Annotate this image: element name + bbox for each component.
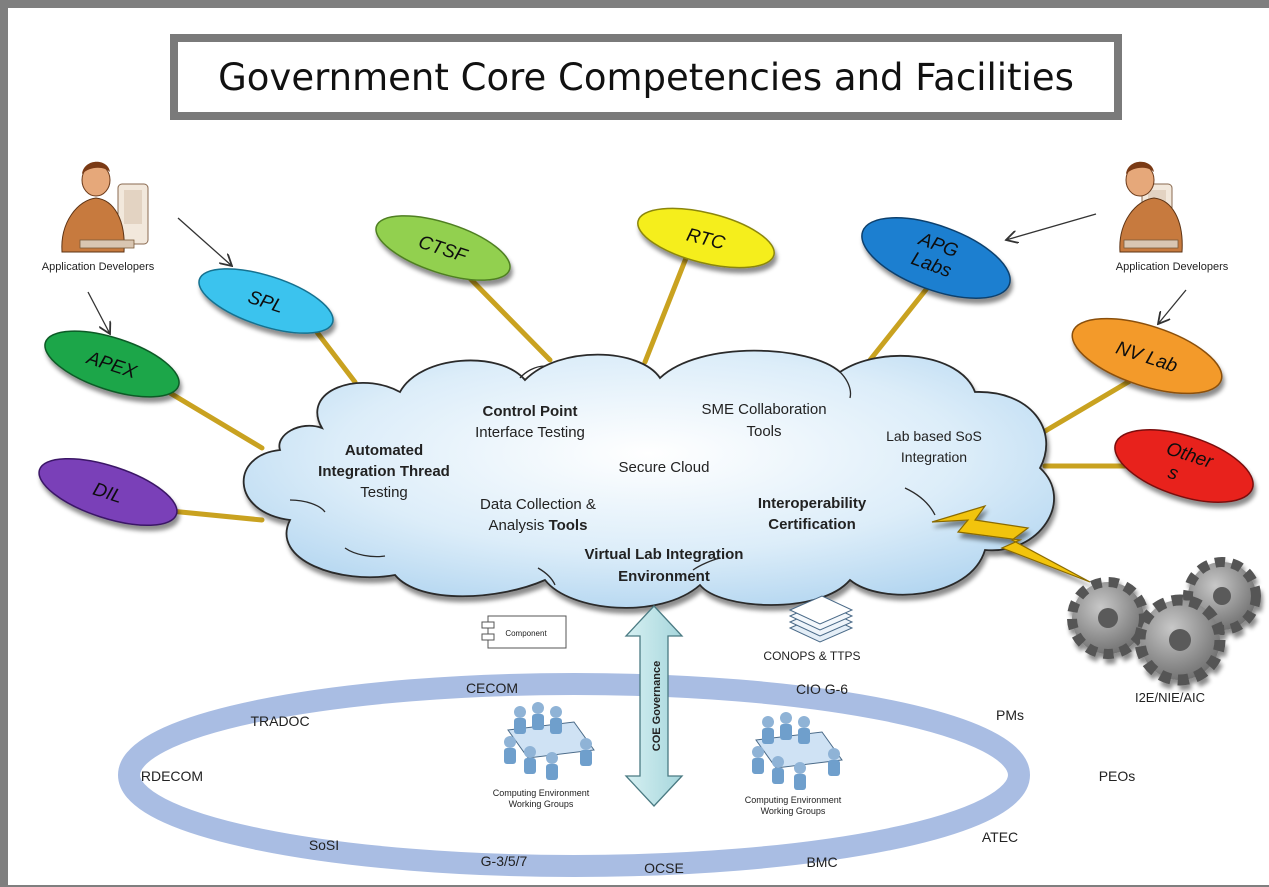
ring-label-cio-g6: CIO G-6 bbox=[796, 681, 848, 697]
slide: APEX SPL CTSF RTC APG Labs NV Lab Other … bbox=[8, 8, 1269, 885]
facility-nv-lab: NV Lab bbox=[1071, 317, 1223, 395]
cloud-virtual-line2: Environment bbox=[618, 568, 710, 585]
cloud-sme-line2: Tools bbox=[746, 423, 781, 440]
cloud-lab-line2: Integration bbox=[901, 449, 967, 465]
cloud-data-line2-bold: Tools bbox=[549, 517, 588, 534]
facility-rtc: RTC bbox=[637, 207, 775, 269]
gears-label: I2E/NIE/AIC bbox=[1135, 690, 1205, 705]
title-box: Government Core Competencies and Facilit… bbox=[170, 34, 1122, 120]
cloud-inner-curves bbox=[289, 365, 936, 586]
ring-label-g357: G-3/5/7 bbox=[481, 853, 528, 869]
cloud-control-point: Control Point bbox=[483, 403, 578, 420]
virtual-lab-cloud bbox=[242, 349, 1055, 609]
ring-label-bmc: BMC bbox=[806, 854, 837, 870]
developer-right-icon bbox=[1119, 161, 1183, 253]
ring-label-ocse: OCSE bbox=[644, 860, 684, 876]
cloud-automated-line2: Integration Thread bbox=[318, 463, 450, 480]
developers-left-label: Application Developers bbox=[42, 261, 155, 273]
cloud-secure-cloud: Secure Cloud bbox=[619, 459, 710, 476]
cloud-data-line2-prefix: Analysis bbox=[489, 517, 549, 534]
ring-label-atec: ATEC bbox=[982, 829, 1018, 845]
governance-label: COE Governance bbox=[651, 661, 663, 751]
organization-ring bbox=[118, 673, 1030, 877]
cloud-interface-testing: Interface Testing bbox=[475, 424, 585, 441]
facility-apex: APEX bbox=[44, 330, 180, 398]
conops-label: CONOPS & TTPS bbox=[763, 649, 860, 663]
governance-arrow bbox=[624, 605, 684, 807]
developer-left-icon bbox=[61, 161, 149, 253]
ring-label-tradoc: TRADOC bbox=[250, 713, 309, 729]
ring-label-rdecom: RDECOM bbox=[141, 768, 203, 784]
ring-label-cecom: CECOM bbox=[466, 680, 518, 696]
cloud-automated-line1: Automated bbox=[345, 442, 423, 459]
diagram-canvas: APEX SPL CTSF RTC APG Labs NV Lab Other … bbox=[38, 161, 1261, 877]
working-group-left-icon bbox=[504, 702, 595, 780]
component-icon bbox=[481, 615, 567, 649]
working-group-left-line1: Computing Environment bbox=[493, 788, 590, 798]
facility-spl: SPL bbox=[198, 268, 334, 334]
cloud-sme-line1: SME Collaboration bbox=[701, 401, 826, 418]
developers-right-label: Application Developers bbox=[1116, 261, 1229, 273]
component-label: Component bbox=[505, 629, 547, 638]
working-group-right-line1: Computing Environment bbox=[745, 795, 842, 805]
facility-apg-labs: APG Labs bbox=[861, 217, 1011, 299]
facility-ctsf: CTSF bbox=[375, 215, 511, 281]
ring-label-sosi: SoSI bbox=[309, 837, 339, 853]
working-group-left-line2: Working Groups bbox=[509, 799, 574, 809]
cloud-data-line1: Data Collection & bbox=[480, 496, 596, 513]
page-title: Government Core Competencies and Facilit… bbox=[218, 55, 1074, 99]
working-group-right-line2: Working Groups bbox=[761, 806, 826, 816]
cloud-data-line2: Analysis Tools bbox=[489, 517, 588, 534]
developer-arrows bbox=[87, 213, 1187, 334]
facility-dil: DIL bbox=[38, 457, 178, 527]
cloud-interop-line1: Interoperability bbox=[758, 495, 867, 512]
documents-icon bbox=[788, 595, 854, 643]
lightning-bolt-icon bbox=[931, 504, 1091, 583]
ring-label-pms: PMs bbox=[996, 707, 1024, 723]
gears-icon bbox=[1067, 557, 1261, 686]
cloud-virtual-line1: Virtual Lab Integration bbox=[585, 546, 744, 563]
cloud-interop-line2: Certification bbox=[768, 516, 856, 533]
cloud-automated-line3: Testing bbox=[360, 484, 408, 501]
facility-others: Other s bbox=[1114, 429, 1254, 503]
working-group-right-icon bbox=[752, 712, 843, 790]
ring-label-peos: PEOs bbox=[1099, 768, 1136, 784]
cloud-lab-line1: Lab based SoS bbox=[886, 428, 982, 444]
